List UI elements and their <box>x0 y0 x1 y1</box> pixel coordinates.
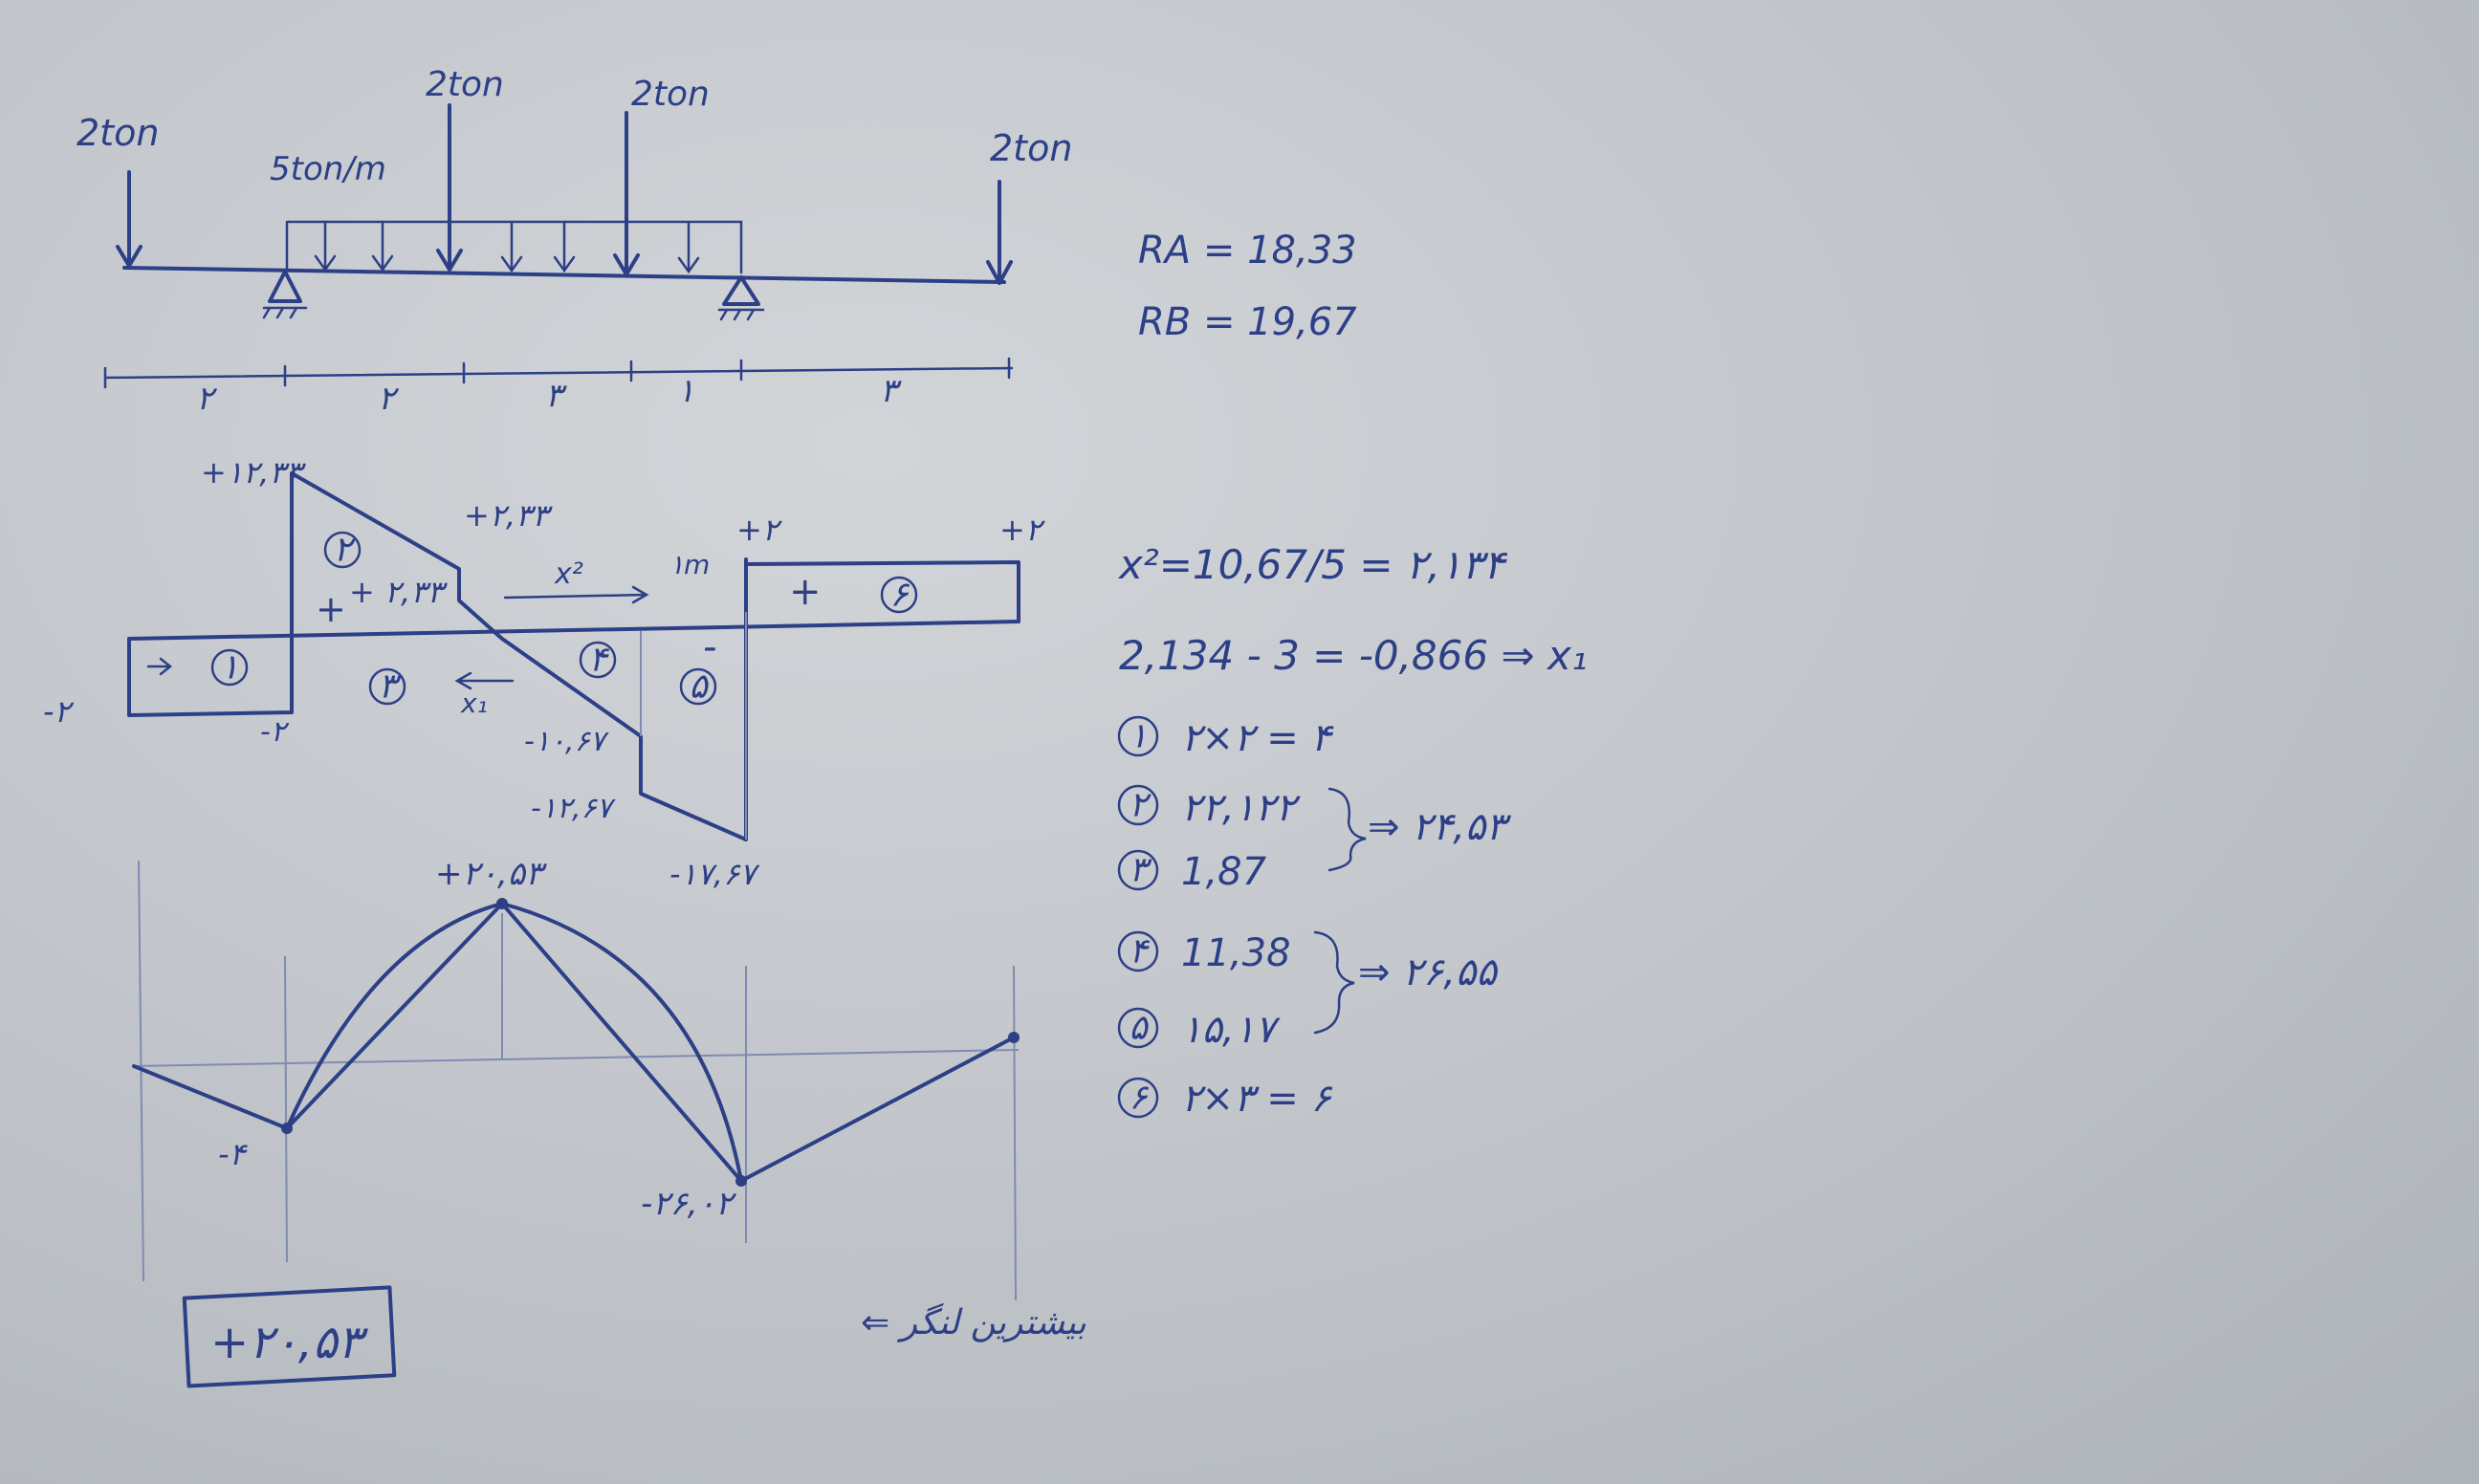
svg-text:۶: ۶ <box>1129 1079 1149 1118</box>
moment-curve-left <box>285 902 504 1130</box>
mid-load-1-label: 2ton <box>426 65 504 104</box>
shear-label-x2: x² <box>554 557 583 591</box>
result-box <box>182 1285 397 1388</box>
region-6-circle <box>880 576 918 614</box>
region-5-circle <box>679 667 717 706</box>
reaction-b: RB = 19,67 <box>1138 300 1357 344</box>
shear-label-below-left: -۲ <box>260 715 290 749</box>
shear-label-v3: -۱۷,۶۷ <box>669 856 760 892</box>
moment-diagram: +۲۰,۵۳ -۴ -۲۶,۰۲ <box>132 855 1020 1301</box>
svg-text:۳: ۳ <box>1129 851 1152 890</box>
region-1-circle <box>210 648 249 687</box>
calc-item-3-circle <box>1117 849 1159 891</box>
right-load-label: 2ton <box>990 127 1072 169</box>
svg-text:۴: ۴ <box>588 641 609 680</box>
svg-text:۴: ۴ <box>1129 932 1150 971</box>
moment-baseline <box>133 1049 1020 1067</box>
region-3-circle <box>368 667 406 706</box>
calc-item-2-circle <box>1117 784 1159 826</box>
beam-line <box>122 266 1006 284</box>
calculations: x²=10,67/5 = ۲,۱۳۴ 2,134 - 3 = -0,866 ⇒ … <box>1117 541 1588 1121</box>
distributed-load-label: 5ton/m <box>270 150 386 188</box>
svg-text:۱: ۱ <box>220 648 238 687</box>
shear-label-inner: + ۲,۳۳ <box>349 574 449 610</box>
calc-line-1: x²=10,67/5 = ۲,۱۳۴ <box>1117 541 1508 588</box>
shear-plus-sign: + <box>316 588 346 630</box>
calc-item-6-circle <box>1117 1077 1159 1119</box>
moment-curve-right <box>500 902 743 1183</box>
brace-1 <box>1327 787 1367 872</box>
calc-line-2: 2,134 - 3 = -0,866 ⇒ x₁ <box>1119 632 1588 679</box>
shear-region-right <box>744 560 1020 623</box>
shear-region-1 <box>127 637 294 717</box>
calc-item-5: ۱۵,۱۷ <box>1181 1008 1281 1052</box>
calc-item-4: 11,38 <box>1181 931 1291 975</box>
svg-text:۱: ۱ <box>1129 717 1147 756</box>
span-3: ۳ <box>545 377 567 415</box>
mid-load-2-label: 2ton <box>631 75 710 114</box>
shear-label-upper-mid: +۲,۳۳ <box>464 497 553 534</box>
calc-item-6: ۲×۳ = ۶ <box>1181 1077 1332 1121</box>
shear-label-x1: x₁ <box>460 687 488 719</box>
shear-label-left: -۲ <box>43 693 75 730</box>
moment-left-label: -۴ <box>218 1136 249 1172</box>
distributed-load-outline <box>285 220 743 274</box>
beam-diagram: 2ton 5ton/m 2ton 2ton 2ton <box>77 65 1072 418</box>
shear-label-right-far: +۲ <box>999 512 1045 548</box>
brace-2 <box>1313 930 1355 1035</box>
support-b-icon <box>717 275 765 321</box>
distributed-load-arrows <box>314 220 700 274</box>
result-note: بیشترین لنگر ⇐ <box>861 1302 1086 1342</box>
shear-plus-sign-right: + <box>789 570 822 614</box>
moment-peak-label: +۲۰,۵۳ <box>435 855 547 893</box>
calc-item-3: 1,87 <box>1181 850 1267 894</box>
moment-straight-lines <box>132 902 1016 1183</box>
shear-label-top-left: +۱۲,۳۳ <box>201 454 307 491</box>
calc-sum-1: ⇒ ۲۴,۵۳ <box>1368 805 1511 849</box>
reactions: RA = 18,33 RB = 19,67 <box>1138 229 1357 344</box>
calc-item-4-circle <box>1117 930 1159 972</box>
calc-item-1: ۲×۲ = ۴ <box>1181 716 1334 760</box>
support-a-icon <box>262 270 308 319</box>
dimension-line <box>103 357 1014 389</box>
shear-label-1m: ۱m <box>669 549 710 580</box>
moment-right-label: -۲۶,۰۲ <box>641 1185 737 1223</box>
shear-label-right-plus: +۲ <box>736 512 782 548</box>
left-load-label: 2ton <box>77 112 159 154</box>
svg-text:۶: ۶ <box>889 576 910 615</box>
shear-baseline <box>127 620 1020 641</box>
shear-diagram: +۱۲,۳۳ +۲,۳۳ + ۲,۳۳ + -۲ -۲ -۱۰,۶۷ -۱۲,۶… <box>43 454 1045 892</box>
span-2: ۲ <box>378 380 400 418</box>
span-4: ۱ <box>677 372 694 410</box>
svg-text:۵: ۵ <box>1129 1009 1149 1048</box>
calc-item-5-circle <box>1117 1007 1159 1049</box>
final-result: +۲۰,۵۳ بیشترین لنگر ⇐ <box>182 1285 1086 1388</box>
span-1: ۲ <box>196 380 218 418</box>
shear-label-v2: -۱۲,۶۷ <box>531 792 616 825</box>
calc-item-2: ۲۲,۱۲۲ <box>1181 786 1302 830</box>
result-value: +۲۰,۵۳ <box>210 1316 369 1369</box>
svg-text:۲: ۲ <box>1129 786 1152 825</box>
shear-minus-sign: - <box>703 625 716 669</box>
reaction-a: RA = 18,33 <box>1138 229 1357 273</box>
shear-label-v1: -۱۰,۶۷ <box>524 725 609 758</box>
region-4-circle <box>579 641 617 679</box>
calc-item-1-circle <box>1117 715 1159 757</box>
span-5: ۳ <box>880 372 902 410</box>
svg-text:۵: ۵ <box>689 667 709 707</box>
calc-sum-2: ⇒ ۲۶,۵۵ <box>1358 950 1499 994</box>
region-2-circle <box>323 531 362 569</box>
